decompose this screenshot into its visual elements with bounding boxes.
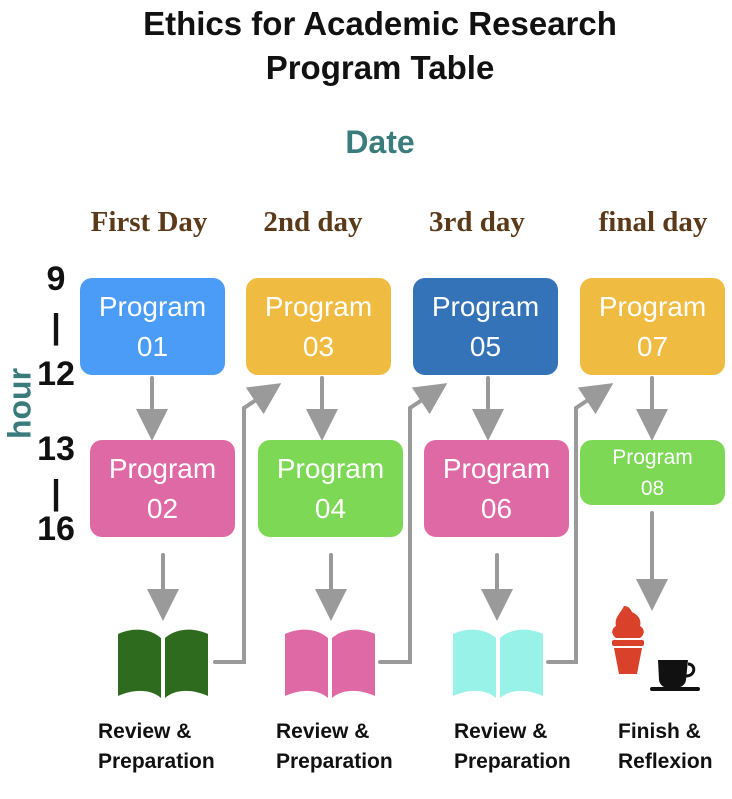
program-08-number: 08 (640, 476, 665, 500)
program-06-label: Program (442, 452, 551, 484)
program-03-number: 03 (302, 330, 335, 362)
program-06-box: Program 06 (424, 440, 569, 537)
day-header-3: 3rd day (429, 206, 525, 238)
connector-day2-to-day3 (378, 383, 448, 664)
caption-final-day-line-1: Finish & (618, 720, 701, 743)
time-morning-separator: | (51, 308, 61, 346)
program-06-number: 06 (480, 492, 513, 524)
program-02-number: 02 (146, 492, 179, 524)
title-line-1: Ethics for Academic Research (143, 5, 617, 42)
program-05-number: 05 (469, 330, 502, 362)
program-03-label: Program (264, 290, 373, 322)
program-04-number: 04 (314, 492, 347, 524)
time-afternoon-start: 13 (37, 430, 75, 468)
book-icon (285, 629, 375, 698)
day-header-2: 2nd day (263, 206, 363, 238)
book-icon (453, 629, 543, 698)
book-icon (118, 629, 208, 698)
program-03-box: Program 03 (246, 278, 391, 375)
time-morning-end: 12 (37, 355, 75, 393)
time-afternoon-end: 16 (37, 510, 75, 548)
caption-final-day: Finish & Reflexion (618, 717, 713, 777)
program-04-box: Program 04 (258, 440, 403, 537)
program-07-box: Program 07 (580, 278, 725, 375)
connector-day1-to-day2 (213, 383, 282, 664)
program-01-label: Program (98, 290, 207, 322)
date-axis-label: Date (345, 124, 415, 160)
program-08-label: Program (612, 445, 693, 469)
program-07-label: Program (598, 290, 707, 322)
title-line-2: Program Table (265, 49, 495, 86)
caption-day-2-line-1: Review & (276, 720, 370, 743)
program-01-box: Program 01 (80, 278, 225, 375)
program-05-label: Program (431, 290, 540, 322)
time-afternoon-separator: | (51, 474, 61, 512)
program-05-box: Program 05 (413, 278, 558, 375)
caption-day-2-line-2: Preparation (276, 750, 393, 773)
program-08-box: Program 08 (580, 440, 725, 505)
caption-day-1: Review & Preparation (98, 717, 215, 777)
page-title: Ethics for Academic Research Program Tab… (0, 2, 732, 90)
coffee-cup-icon (650, 660, 700, 691)
program-04-label: Program (276, 452, 385, 484)
caption-final-day-line-2: Reflexion (618, 750, 713, 773)
program-02-label: Program (108, 452, 217, 484)
program-01-number: 01 (136, 330, 169, 362)
caption-day-3-line-1: Review & (454, 720, 548, 743)
ice-cream-icon (612, 606, 644, 674)
caption-day-3: Review & Preparation (454, 717, 571, 777)
caption-day-1-line-1: Review & (98, 720, 192, 743)
program-02-box: Program 02 (90, 440, 235, 537)
program-07-number: 07 (636, 330, 669, 362)
day-header-4: final day (598, 206, 708, 238)
caption-day-1-line-2: Preparation (98, 750, 215, 773)
connector-day3-to-final (546, 383, 614, 664)
caption-day-3-line-2: Preparation (454, 750, 571, 773)
time-morning-start: 9 (46, 260, 66, 298)
day-header-1: First Day (90, 206, 208, 238)
caption-day-2: Review & Preparation (276, 717, 393, 777)
